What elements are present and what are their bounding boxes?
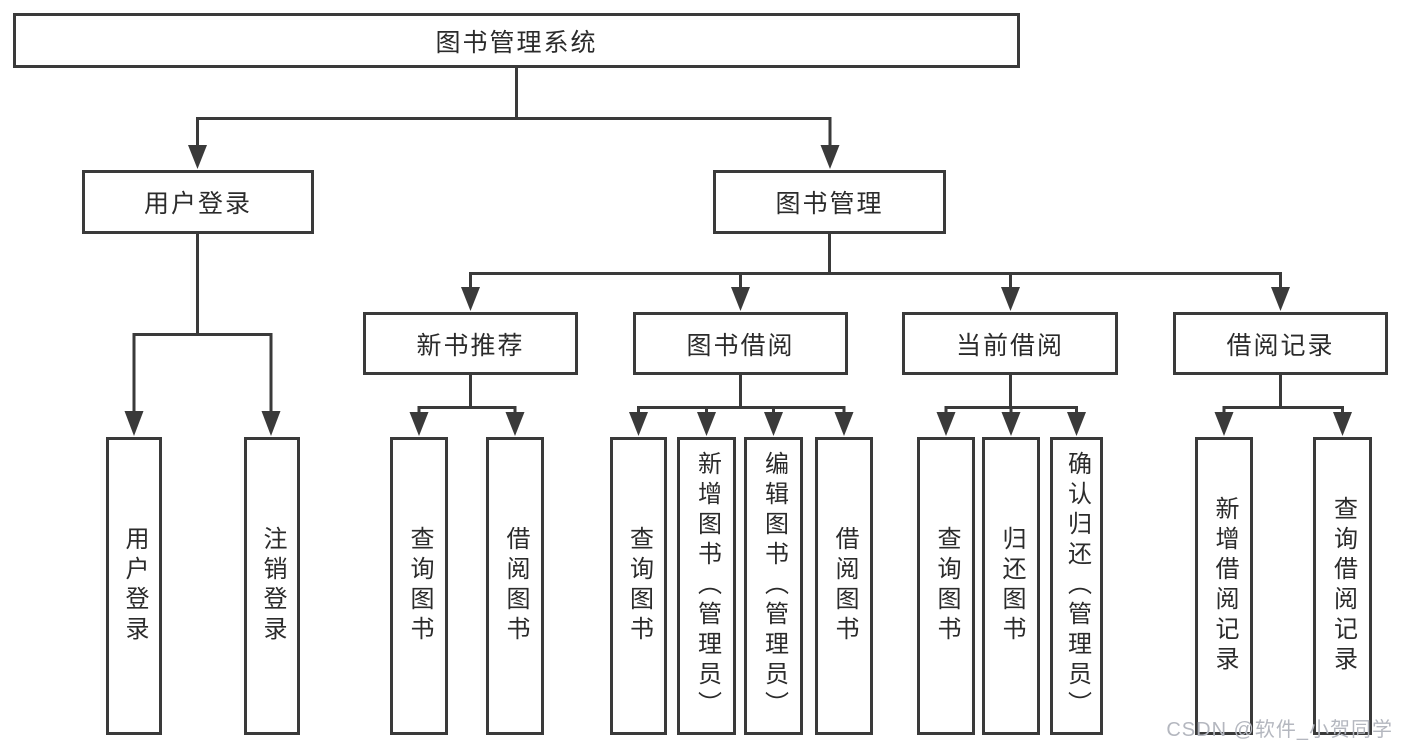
leaf-query-borrow-record: 查询借阅记录 <box>1313 437 1372 735</box>
node-label: 编辑图书（管理员） <box>760 451 788 721</box>
node-borrowing-records: 借阅记录 <box>1173 312 1388 375</box>
node-label: 借阅图书 <box>502 526 529 646</box>
leaf-add-borrow-record: 新增借阅记录 <box>1195 437 1253 735</box>
node-label: 图书借阅 <box>686 331 795 360</box>
leaf-logout: 注销登录 <box>244 437 300 735</box>
leaf-query-books-current: 查询图书 <box>917 437 975 735</box>
leaf-query-books-recommend: 查询图书 <box>390 437 448 735</box>
node-label: 新增图书（管理员） <box>693 451 721 721</box>
leaf-edit-book-admin: 编辑图书（管理员） <box>744 437 803 735</box>
node-new-book-recommendation: 新书推荐 <box>363 312 578 375</box>
node-label: 确认归还（管理员） <box>1063 451 1091 721</box>
node-label: 图书管理系统 <box>435 28 598 57</box>
csdn-watermark: CSDN @软件_小贺同学 <box>1166 719 1393 741</box>
node-label: 查询图书 <box>625 526 653 646</box>
node-label: 新增借阅记录 <box>1211 496 1238 676</box>
node-label: 归还图书 <box>998 526 1025 646</box>
node-user-login: 用户登录 <box>82 170 314 234</box>
leaf-user-login: 用户登录 <box>106 437 162 735</box>
node-book-borrowing: 图书借阅 <box>633 312 848 375</box>
node-label: 当前借阅 <box>955 331 1064 360</box>
node-label: 查询借阅记录 <box>1329 496 1357 676</box>
leaf-add-book-admin: 新增图书（管理员） <box>677 437 736 735</box>
leaf-return-book: 归还图书 <box>982 437 1040 735</box>
node-label: 查询图书 <box>406 526 433 646</box>
node-label: 图书管理 <box>775 190 884 218</box>
node-label: 用户登录 <box>143 190 252 218</box>
node-current-borrowing: 当前借阅 <box>902 312 1118 375</box>
node-label: 新书推荐 <box>416 331 525 360</box>
leaf-borrow-books: 借阅图书 <box>815 437 873 735</box>
node-label: 用户登录 <box>121 526 148 646</box>
node-label: 借阅记录 <box>1226 331 1335 360</box>
leaf-query-books-borrow: 查询图书 <box>610 437 667 735</box>
node-label: 借阅图书 <box>831 526 858 646</box>
node-label: 查询图书 <box>933 526 960 646</box>
leaf-borrow-books-recommend: 借阅图书 <box>486 437 544 735</box>
leaf-confirm-return-admin: 确认归还（管理员） <box>1050 437 1103 735</box>
node-book-management: 图书管理 <box>713 170 946 234</box>
node-label: 注销登录 <box>259 526 286 646</box>
node-library-management-system: 图书管理系统 <box>13 13 1020 68</box>
